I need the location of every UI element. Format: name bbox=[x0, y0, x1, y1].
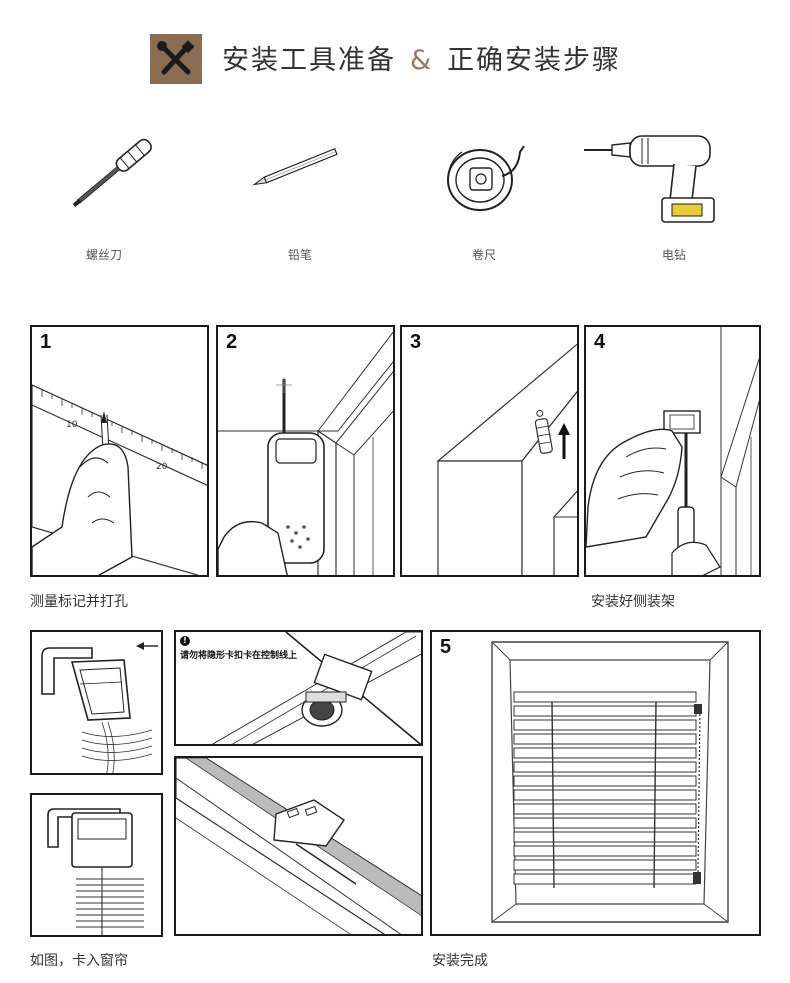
detail-bracket-inserted-illustration bbox=[47, 808, 144, 935]
screwdriver-icon bbox=[60, 125, 170, 229]
caption-insert: 如图，卡入窗帘 bbox=[30, 953, 128, 969]
step-2-number: 2 bbox=[226, 331, 238, 353]
tool-label-drill: 电钻 bbox=[661, 248, 686, 262]
page-title: 安装工具准备&正确安装步骤 bbox=[222, 38, 621, 77]
caption-bracket: 安装好侧装架 bbox=[591, 594, 675, 610]
step-5-illustration bbox=[491, 641, 729, 923]
step-3-number: 3 bbox=[410, 331, 422, 353]
title-ampersand: & bbox=[410, 45, 434, 76]
step-3-panel: 3 bbox=[400, 325, 579, 577]
detail-panel-bracket-side bbox=[30, 630, 163, 775]
step-4-illustration bbox=[586, 327, 759, 575]
title-left: 安装工具准备 bbox=[222, 45, 396, 76]
step-4-panel: 4 bbox=[584, 325, 761, 577]
ruler-tick-20: 20 bbox=[156, 462, 168, 472]
step-3-illustration bbox=[436, 343, 577, 575]
pencil-icon bbox=[245, 138, 345, 202]
ruler-tick-10: 10 bbox=[66, 420, 78, 430]
step-2-panel: 2 bbox=[216, 325, 395, 577]
warning-icon: ! bbox=[180, 636, 190, 646]
detail-panel-clip-rail bbox=[174, 756, 423, 936]
step-5-panel: 5 bbox=[430, 630, 761, 936]
detail-panel-bracket-inserted bbox=[30, 793, 163, 937]
tape-measure-icon bbox=[440, 138, 535, 222]
tools-cross-icon bbox=[150, 34, 202, 84]
detail-panel-notice: ! 请勿将隐形卡扣卡在控制线上 bbox=[174, 630, 423, 746]
caption-done: 安装完成 bbox=[432, 953, 488, 969]
notice-text: ! 请勿将隐形卡扣卡在控制线上 bbox=[180, 636, 297, 661]
tool-label-screwdriver: 螺丝刀 bbox=[85, 248, 122, 262]
tool-label-tape-measure: 卷尺 bbox=[471, 248, 496, 262]
detail-clip-rail-illustration bbox=[176, 758, 421, 934]
detail-notice-illustration bbox=[211, 632, 421, 744]
notice-message: 请勿将隐形卡扣卡在控制线上 bbox=[180, 651, 298, 661]
power-drill-icon bbox=[582, 128, 727, 232]
step-2-illustration bbox=[218, 331, 393, 575]
step-4-number: 4 bbox=[594, 331, 606, 353]
step-1-panel: 10 20 1 bbox=[30, 325, 209, 577]
title-right: 正确安装步骤 bbox=[447, 45, 622, 76]
caption-measure: 测量标记并打孔 bbox=[30, 594, 128, 610]
step-5-number: 5 bbox=[440, 636, 452, 658]
step-1-number: 1 bbox=[40, 331, 52, 353]
detail-bracket-side-illustration bbox=[41, 642, 158, 773]
step-1-illustration: 10 20 bbox=[32, 384, 207, 575]
tool-label-pencil: 铅笔 bbox=[287, 248, 312, 262]
